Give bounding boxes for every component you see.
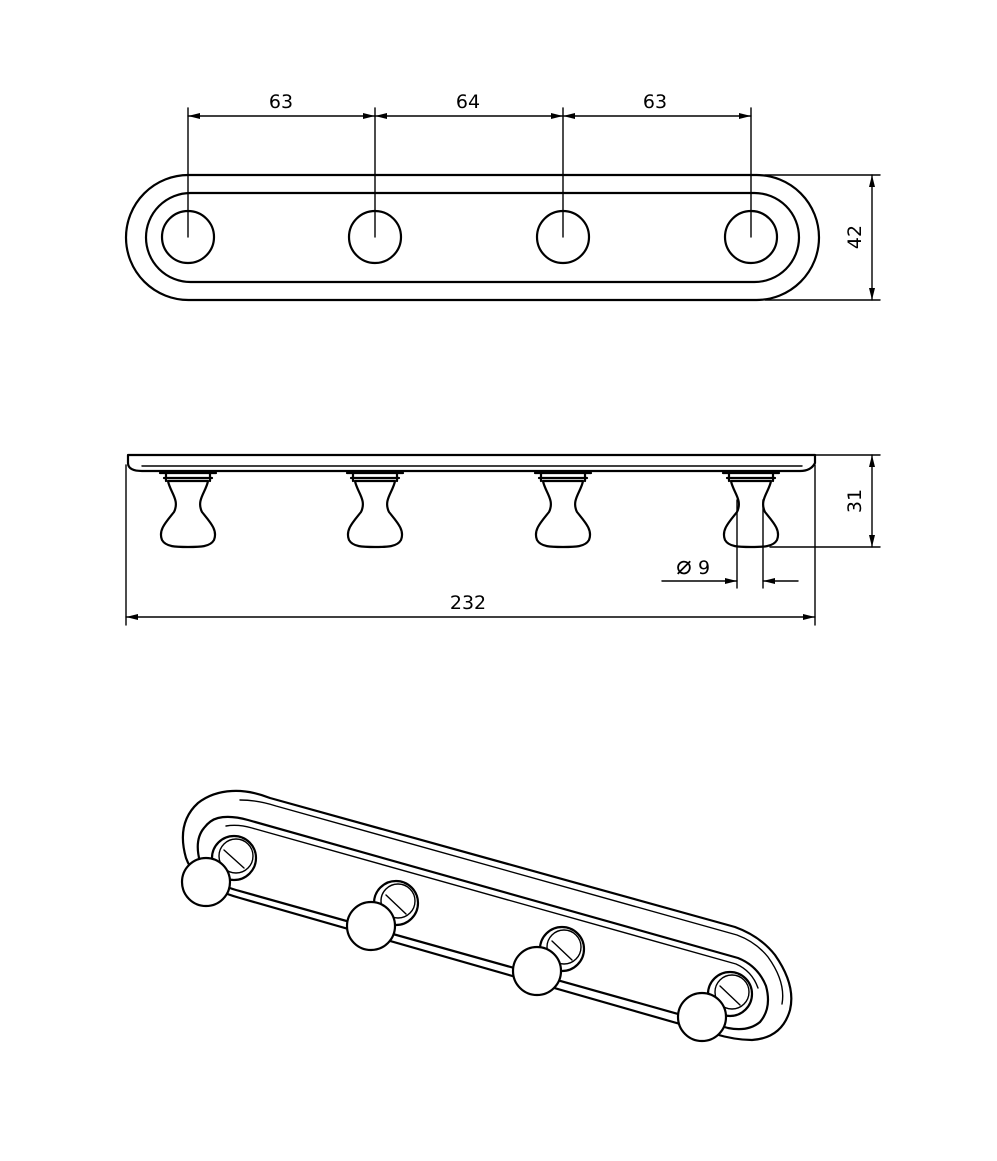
top-view-plate-inner	[144, 191, 801, 284]
spacing-dimension-3: 63	[562, 91, 752, 119]
iso-knob-head-1	[180, 856, 232, 908]
depth-label: 31	[844, 489, 866, 513]
knob-diameter-dimension: ⌀ 9	[661, 499, 799, 589]
diameter-label: 9	[698, 557, 710, 579]
spacing-label-1: 63	[269, 91, 293, 113]
top-view: 63 64 63 42	[124, 91, 881, 302]
diameter-symbol: ⌀	[676, 551, 692, 581]
iso-knob-head-4	[676, 991, 728, 1043]
length-dimension: 232	[125, 464, 816, 626]
iso-plate-inner	[196, 815, 770, 1031]
side-view-knob-4	[721, 471, 781, 549]
spacing-label-2: 64	[456, 91, 480, 113]
spacing-dimension-1: 63	[187, 91, 376, 119]
spacing-extension-lines	[187, 107, 752, 238]
spacing-dimension-2: 64	[374, 91, 564, 119]
side-view-knob-3	[533, 471, 593, 549]
depth-dimension: 31	[769, 454, 881, 548]
side-view: 31 ⌀ 9 232	[125, 453, 881, 626]
iso-knob-head-2	[345, 900, 397, 952]
iso-knob-head-3	[511, 945, 563, 997]
length-label: 232	[450, 592, 486, 614]
iso-plate-outer	[181, 789, 793, 1042]
side-view-knob-1	[158, 471, 218, 549]
side-view-plate	[126, 453, 817, 473]
height-label: 42	[844, 225, 866, 249]
side-view-knob-2	[345, 471, 405, 549]
spacing-label-3: 63	[643, 91, 667, 113]
height-dimension: 42	[764, 174, 881, 301]
isometric-view	[180, 789, 793, 1043]
top-view-plate-outer	[124, 173, 821, 302]
